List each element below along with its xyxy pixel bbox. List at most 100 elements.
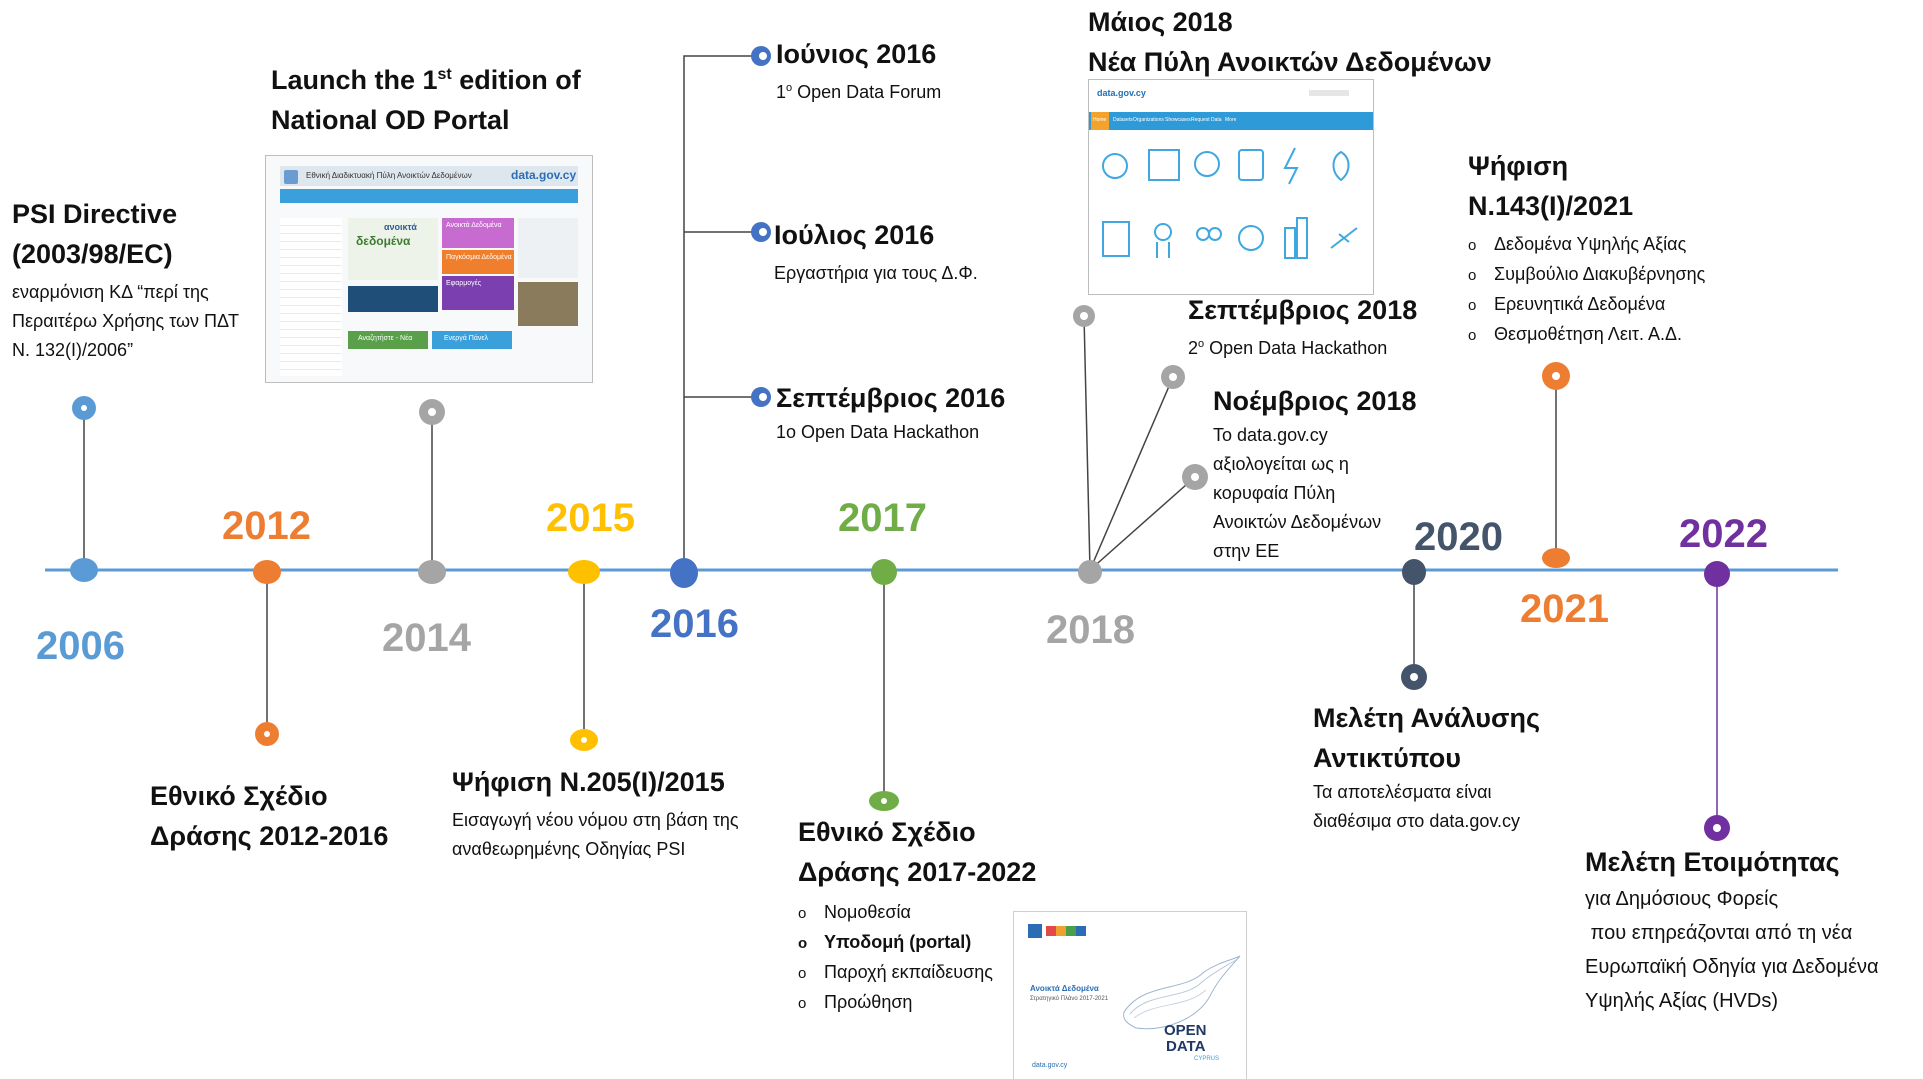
event-law-2015: Ψήφιση Ν.205(Ι)/2015 Εισαγωγή νέου νόμου… [452, 762, 739, 864]
new-portal-screenshot: data.gov.cy Home Datasets Organizations … [1088, 79, 1374, 295]
event-title: Ψήφιση [1468, 151, 1569, 181]
year-label-2017: 2017 [838, 496, 927, 540]
dot-2015 [568, 560, 600, 584]
event-text: κορυφαία Πύλη [1213, 483, 1336, 503]
screenshot-box: Ανοικτά Δεδομένα [446, 222, 502, 229]
event-title: PSI Directive [12, 199, 178, 229]
event-text: Εισαγωγή νέου νόμου στη βάση της [452, 810, 739, 830]
event-title: Εθνικό Σχέδιο [798, 817, 976, 847]
event-text: Περαιτέρω Χρήσης των ΠΔΤ [12, 311, 240, 331]
portal-logo-icon [284, 170, 298, 184]
list-item: Υποδομή (portal) [798, 928, 1036, 958]
dot-2022 [1704, 561, 1730, 587]
event-text: Τα αποτελέσματα είναι [1313, 782, 1492, 802]
event-text: 2ο Open Data Hackathon [1188, 338, 1388, 358]
event-title: Εθνικό Σχέδιο [150, 781, 328, 811]
dot-2006 [70, 558, 98, 582]
year-label-2016: 2016 [650, 602, 739, 646]
event-title: Σεπτέμβριος 2016 [776, 383, 1006, 413]
logo-strip-icon [1046, 926, 1086, 936]
connector-2018-nov [1089, 476, 1196, 571]
law-2021-list: Δεδομένα Υψηλής Αξίας Συμβούλιο Διακυβέρ… [1468, 230, 1705, 350]
pin-2016-sep [751, 387, 771, 407]
event-action-plan-2012: Εθνικό Σχέδιο Δράσης 2012-2016 [150, 776, 388, 856]
pin-2018-nov [1182, 464, 1208, 490]
event-portal-launch: Launch the 1st edition of National OD Po… [271, 55, 581, 140]
pin-2015 [570, 729, 598, 751]
event-psi-directive: PSI Directive (2003/98/EC) εναρμόνιση ΚΔ… [12, 194, 239, 365]
event-title: Δράσης 2017-2022 [798, 857, 1037, 887]
pin-2018-sep [1161, 365, 1185, 389]
list-item: Θεσμοθέτηση Λειτ. Α.Δ. [1468, 320, 1705, 350]
screenshot-button: Αναζητήστε - Νέα [358, 335, 413, 342]
screenshot-header: Εθνική Διαδικτυακή Πύλη Ανοικτών Δεδομέν… [306, 171, 472, 180]
event-title: Νέα Πύλη Ανοικτών Δεδομένων [1088, 47, 1492, 77]
screenshot-wordcloud: ανοικτά [384, 222, 417, 232]
event-title: Μάιος 2018 [1088, 7, 1233, 37]
dot-2017 [871, 559, 897, 585]
document-subtitle: Στρατηγικό Πλάνο 2017-2021 [1030, 996, 1109, 1002]
document-title: Ανοικτά Δεδομένα [1030, 984, 1099, 993]
event-text: διαθέσιμα στο data.gov.cy [1313, 811, 1521, 831]
old-portal-screenshot: Εθνική Διαδικτυακή Πύλη Ανοικτών Δεδομέν… [265, 155, 593, 383]
open-data-logo: CYPRUS [1194, 1056, 1220, 1062]
connector-2018-sep [1089, 376, 1174, 571]
event-title: (2003/98/EC) [12, 239, 173, 269]
event-text: εναρμόνιση ΚΔ “περί της [12, 282, 209, 302]
year-label-2022: 2022 [1679, 512, 1768, 556]
event-text: για Δημόσιους Φορείς [1585, 888, 1779, 910]
gov-crest-icon [1028, 924, 1042, 938]
dot-2012 [253, 560, 281, 584]
plan-2017-list: Νομοθεσία Υποδομή (portal) Παροχή εκπαίδ… [798, 898, 1036, 1018]
event-title: Μελέτη Ετοιμότητας [1585, 847, 1840, 877]
connector-2016-bracket [683, 55, 757, 570]
year-label-2018: 2018 [1046, 608, 1135, 652]
screenshot-menu-item: Showcases [1165, 117, 1191, 123]
dot-2018 [1078, 560, 1102, 584]
year-label-2020: 2020 [1414, 515, 1503, 559]
open-data-logo: OPEN [1164, 1022, 1207, 1039]
event-title: National OD Portal [271, 105, 510, 135]
pin-2006 [72, 396, 96, 420]
screenshot-brand: data.gov.cy [1097, 88, 1146, 98]
pin-2020 [1401, 664, 1427, 690]
event-may-2018: Μάιος 2018 Νέα Πύλη Ανοικτών Δεδομένων [1088, 2, 1492, 82]
event-text: 1ο Open Data Hackathon [776, 422, 980, 442]
screenshot-menu-item: Home [1093, 117, 1107, 123]
category-icons-grid [1102, 147, 1358, 259]
open-data-logo: DATA [1166, 1038, 1206, 1055]
event-text: Υψηλής Αξίας (HVDs) [1585, 990, 1778, 1012]
list-item: Δεδομένα Υψηλής Αξίας [1468, 230, 1705, 260]
event-september-2018: Σεπτέμβριος 2018 2ο Open Data Hackathon [1188, 290, 1417, 363]
event-title: Νοέμβριος 2018 [1213, 386, 1417, 416]
pin-2017 [869, 791, 899, 811]
action-plan-document-cover: Ανοικτά Δεδομένα Στρατηγικό Πλάνο 2017-2… [1013, 911, 1247, 1079]
event-title: Ψήφιση Ν.205(Ι)/2015 [452, 767, 725, 797]
screenshot-menu-item: Datasets [1113, 117, 1133, 123]
event-title: Δράσης 2012-2016 [150, 821, 389, 851]
event-title: Σεπτέμβριος 2018 [1188, 295, 1418, 325]
dot-2016 [670, 558, 698, 588]
event-text: Το data.gov.cy [1213, 425, 1328, 445]
pin-2012 [255, 722, 279, 746]
screenshot-brand: data.gov.cy [511, 168, 577, 182]
event-text: 1ο Open Data Forum [776, 82, 942, 102]
event-text: αναθεωρημένης Οδηγίας PSI [452, 839, 686, 859]
year-label-2021: 2021 [1520, 587, 1609, 631]
screenshot-menu-item: More [1225, 117, 1237, 123]
cyprus-map-icon [1123, 955, 1241, 1030]
event-text: Εργαστήρια για τους Δ.Φ. [774, 263, 978, 283]
year-label-2014: 2014 [382, 616, 471, 660]
event-title: Ιούλιος 2016 [774, 220, 935, 250]
document-footer: data.gov.cy [1032, 1062, 1068, 1069]
screenshot-box: Παγκόσμια Δεδομένα [446, 254, 512, 261]
dot-2020 [1402, 559, 1426, 585]
screenshot-wordcloud: δεδομένα [356, 234, 411, 248]
dot-2021 [1542, 548, 1570, 568]
event-text: Ανοικτών Δεδομένων [1213, 512, 1382, 532]
pin-2016-jun [751, 46, 771, 66]
list-item: Παροχή εκπαίδευσης [798, 958, 1036, 988]
list-item: Προώθηση [798, 988, 1036, 1018]
